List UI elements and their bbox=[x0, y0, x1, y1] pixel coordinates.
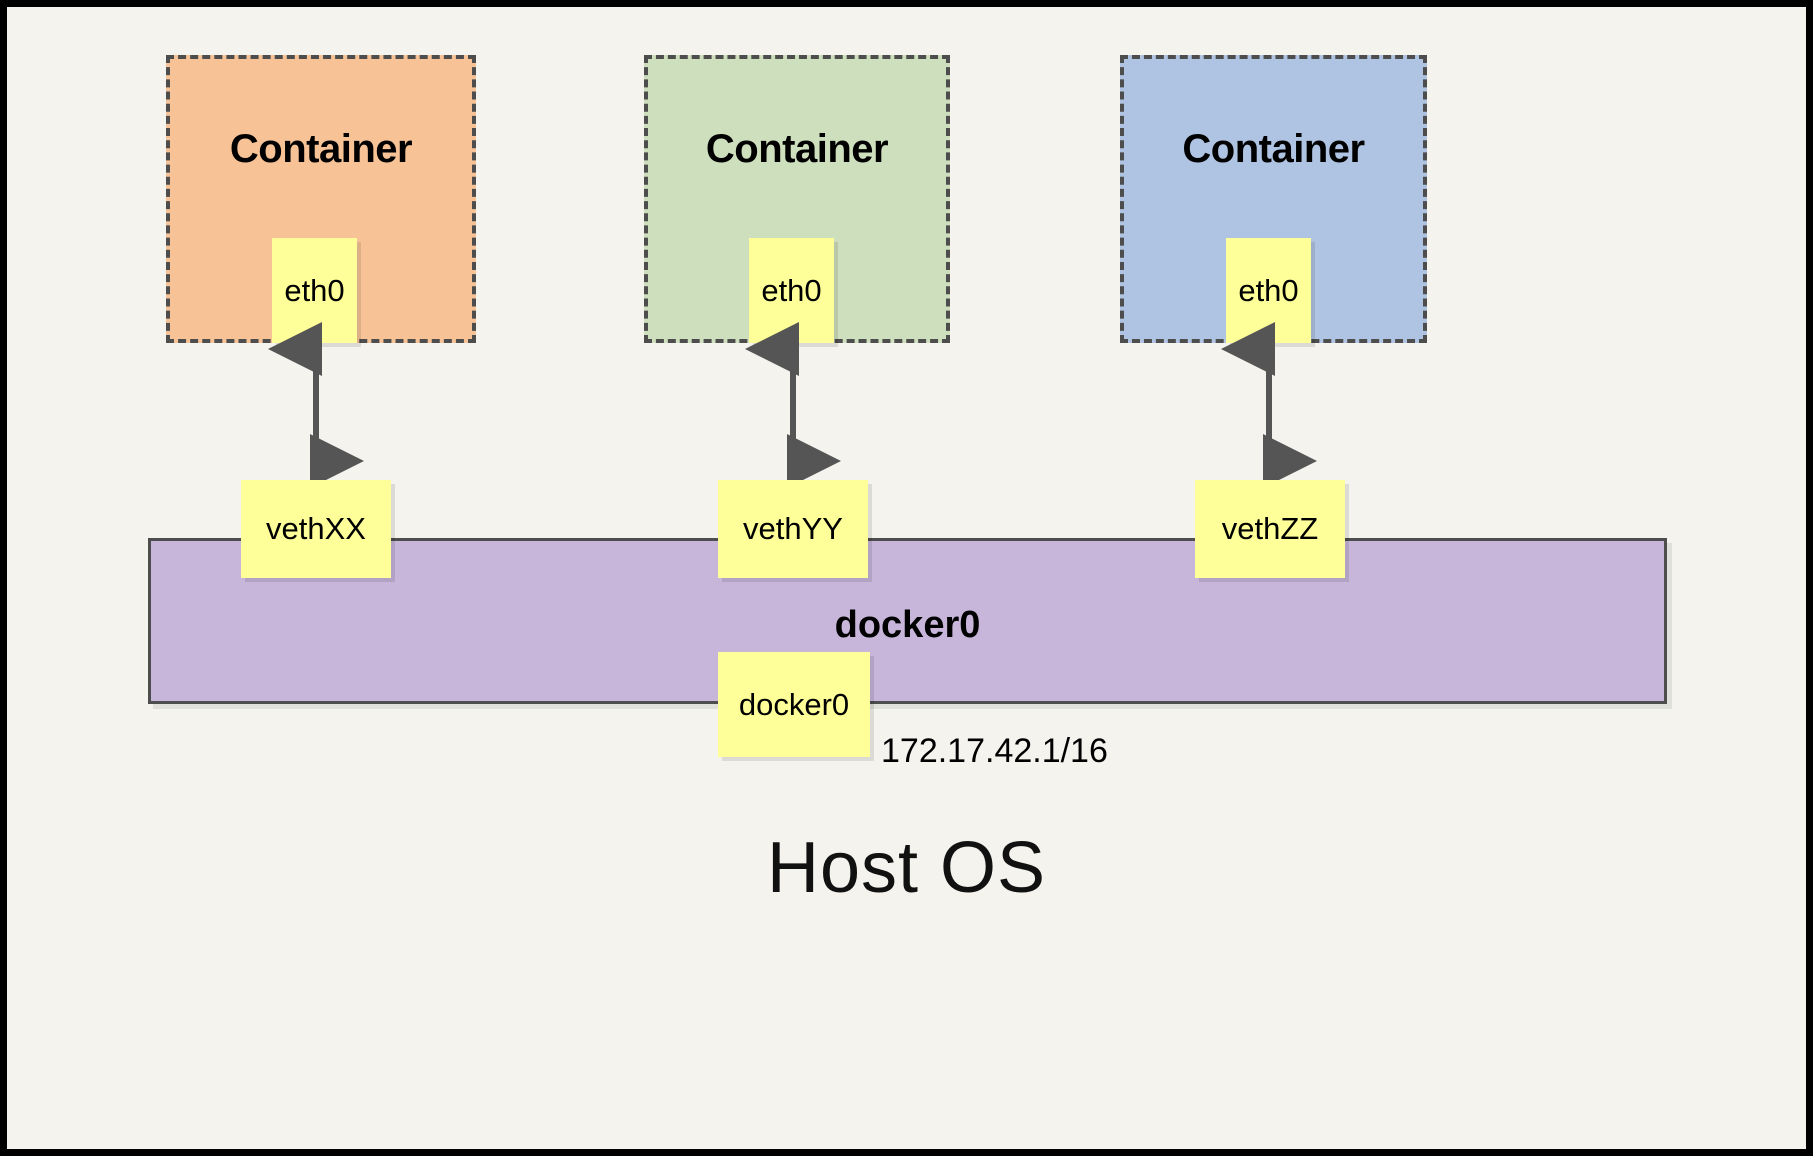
docker0-ip-label: 172.17.42.1/16 bbox=[881, 732, 1108, 770]
veth-chip-1: vethXX bbox=[241, 480, 391, 578]
container-eth0-chip-3: eth0 bbox=[1226, 238, 1311, 343]
container-title-2: Container bbox=[705, 127, 889, 171]
docker0-interface-chip: docker0 bbox=[718, 652, 870, 757]
veth-chip-2: vethYY bbox=[718, 480, 868, 578]
container-title-1: Container bbox=[229, 127, 413, 171]
docker0-bar-label: docker0 bbox=[834, 604, 981, 646]
link-arrow-3 bbox=[1221, 322, 1317, 488]
link-arrow-2 bbox=[745, 322, 841, 488]
container-eth0-chip-2: eth0 bbox=[749, 238, 834, 343]
container-title-3: Container bbox=[1182, 127, 1365, 171]
veth-chip-3: vethZZ bbox=[1195, 480, 1345, 578]
docker0-bridge-bar: docker0 bbox=[148, 538, 1667, 704]
host-os-title: Host OS bbox=[766, 828, 1047, 908]
link-arrow-1 bbox=[268, 322, 364, 488]
container-eth0-chip-1: eth0 bbox=[272, 238, 357, 343]
